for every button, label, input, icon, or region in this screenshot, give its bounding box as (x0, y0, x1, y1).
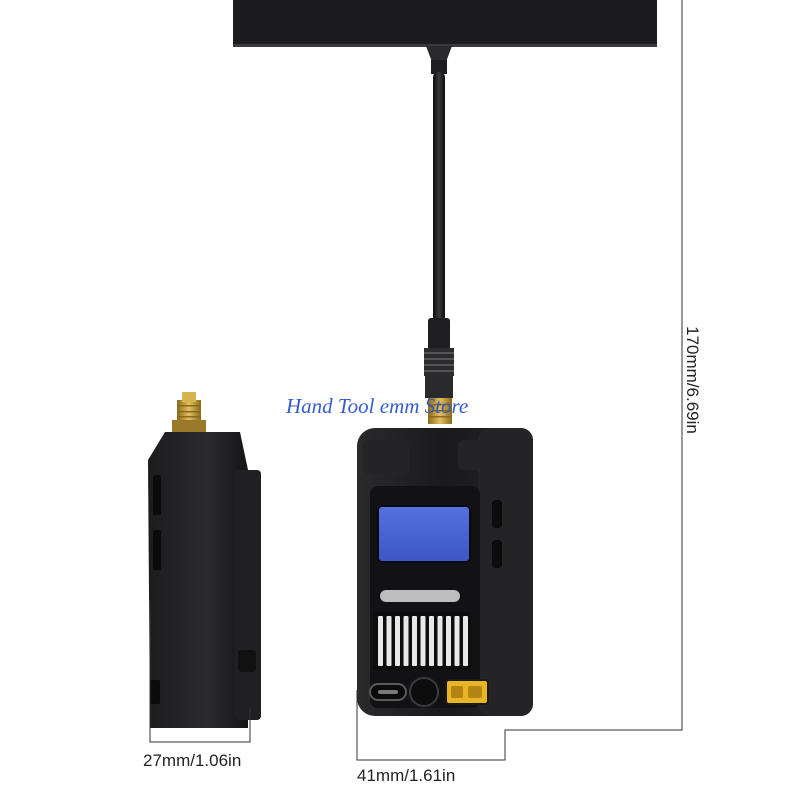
vent-slat (420, 616, 426, 666)
xt30-power-port (445, 679, 489, 705)
antenna-panel (233, 0, 657, 47)
width-dimension-label: 41mm/1.61in (357, 766, 456, 785)
vent-slat (395, 616, 400, 666)
vent-grille (373, 612, 471, 670)
vent-slat (437, 616, 443, 666)
height-dimension-label: 170mm/6.69in (683, 326, 702, 434)
store-watermark: Hand Tool emm Store (286, 394, 469, 418)
vent-slat (463, 616, 468, 666)
dimension-lines (149, 0, 683, 761)
device-side-view (148, 392, 261, 728)
vent-slat (386, 616, 392, 666)
vent-slat (412, 616, 417, 666)
vent-slat (454, 616, 460, 666)
vent-slat (446, 616, 451, 666)
control-knob (409, 677, 439, 707)
vent-slat (378, 616, 383, 666)
vent-slat (403, 616, 409, 666)
vent-slat (429, 616, 434, 666)
depth-dimension-label: 27mm/1.06in (143, 751, 242, 770)
antenna-cable (424, 46, 454, 424)
light-bar (380, 590, 460, 602)
device-front-view (357, 428, 533, 716)
oled-screen (377, 505, 471, 563)
